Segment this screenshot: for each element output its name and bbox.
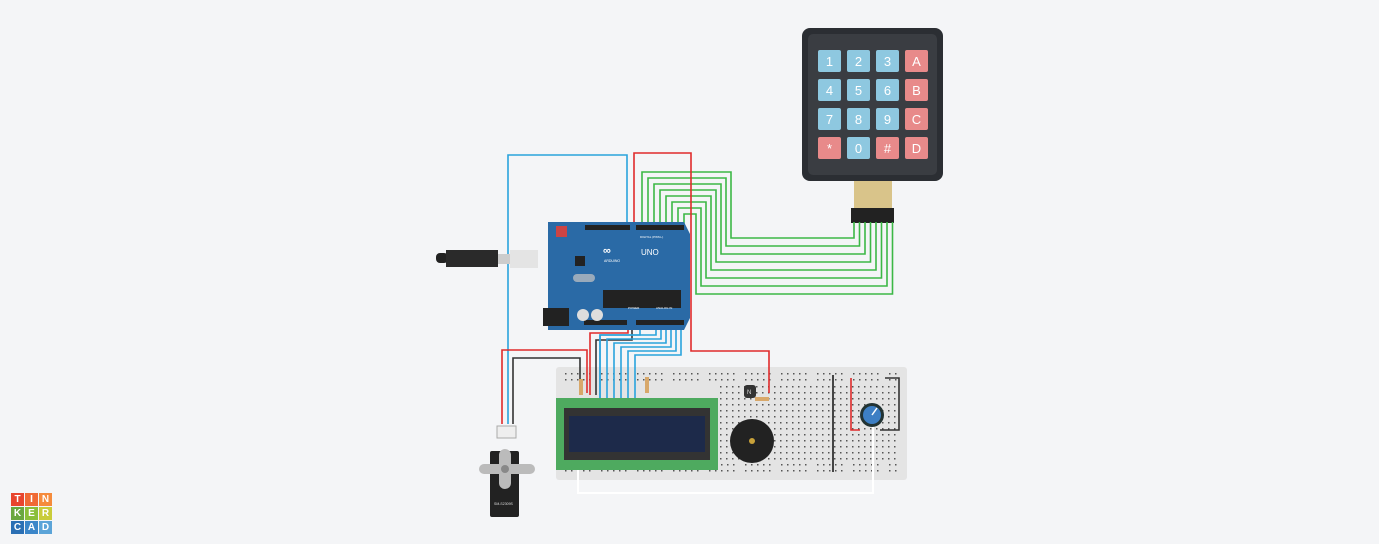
wire-green-keypad[interactable] [647, 177, 861, 247]
wire-blue-servo-signal [507, 154, 628, 424]
wire-green-keypad[interactable] [659, 189, 872, 263]
key-label: # [884, 141, 892, 156]
wire-red-servo [501, 349, 588, 424]
keypad-key[interactable]: C [905, 108, 928, 130]
logo-letter: E [25, 507, 38, 520]
arduino-logo: ∞ [603, 245, 611, 257]
npn-transistor[interactable]: N [744, 385, 756, 398]
key-label: D [912, 141, 921, 156]
key-label: 9 [884, 112, 891, 127]
wire-green-keypad[interactable] [653, 183, 866, 255]
wire-black-servo [512, 357, 581, 424]
wire-red-5v [633, 152, 770, 393]
key-label: 0 [855, 141, 862, 156]
key-label: B [912, 83, 921, 98]
resistor[interactable] [755, 397, 769, 401]
wire-blue-lcd[interactable] [613, 322, 667, 398]
logo-letter: R [39, 507, 52, 520]
key-label: 8 [855, 112, 862, 127]
keypad-key[interactable]: 1 [818, 50, 841, 72]
wires[interactable] [501, 152, 900, 494]
logo-letter: T [11, 493, 24, 506]
resistor[interactable] [579, 379, 583, 395]
key-label: * [827, 141, 832, 156]
key-label: A [912, 54, 921, 69]
wire-blue-lcd[interactable] [620, 322, 672, 398]
wire-blue-lcd[interactable] [634, 322, 682, 398]
key-label: 5 [855, 83, 862, 98]
logo-letter: C [11, 521, 24, 534]
keypad-key[interactable]: 7 [818, 108, 841, 130]
keypad-key[interactable]: B [905, 79, 928, 101]
key-label: 2 [855, 54, 862, 69]
svg-text:N: N [747, 390, 751, 396]
potentiometer[interactable] [860, 403, 884, 427]
logo-letter: N [39, 493, 52, 506]
keypad-key[interactable]: 8 [847, 108, 870, 130]
logo-letter: K [11, 507, 24, 520]
keypad-connector [851, 208, 894, 223]
keypad-4x4[interactable]: 1 2 3 A 4 5 6 B 7 8 9 C * 0 # D [802, 28, 943, 223]
analog-label: ANALOG IN [656, 306, 672, 310]
reset-button[interactable] [556, 226, 567, 237]
wire-green-keypad[interactable] [683, 213, 894, 295]
key-label: 6 [884, 83, 891, 98]
keypad-key[interactable]: 0 [847, 137, 870, 159]
key-label: 4 [826, 83, 833, 98]
keypad-key[interactable]: A [905, 50, 928, 72]
keypad-key[interactable]: D [905, 137, 928, 159]
keypad-key[interactable]: 6 [876, 79, 899, 101]
resistor[interactable] [645, 377, 649, 393]
keypad-key[interactable]: * [818, 137, 841, 159]
keypad-key[interactable]: # [876, 137, 899, 159]
arduino-model-label: UNO [641, 248, 659, 257]
keypad-key[interactable]: 2 [847, 50, 870, 72]
keypad-key[interactable]: 3 [876, 50, 899, 72]
logo-letter: A [25, 521, 38, 534]
wire-blue-lcd[interactable] [627, 322, 677, 398]
wire-green-keypad[interactable] [641, 171, 855, 239]
wire-blue-lcd[interactable] [606, 322, 662, 398]
servo-motor[interactable]: SM-S2309S [479, 425, 535, 517]
lcd-16x2[interactable] [556, 398, 718, 470]
keypad-key[interactable]: 5 [847, 79, 870, 101]
wire-green-keypad[interactable] [677, 207, 888, 287]
logo-letter: D [39, 521, 52, 534]
wire-green-keypad[interactable] [665, 195, 877, 271]
wire-green-keypad[interactable] [671, 201, 883, 279]
servo-label: SM-S2309S [494, 502, 514, 506]
usb-cable[interactable] [436, 250, 538, 268]
logo-letter: I [25, 493, 38, 506]
arduino-brand-label: ARDUINO [604, 259, 620, 263]
key-label: 1 [826, 54, 833, 69]
key-label: 7 [826, 112, 833, 127]
digital-label: DIGITAL (PWM~) [640, 235, 663, 239]
arduino-uno[interactable]: ∞ UNO ARDUINO POWER ANALOG IN DIGITAL (P… [543, 222, 690, 330]
piezo-buzzer[interactable] [730, 419, 774, 463]
key-label: 3 [884, 54, 891, 69]
power-label: POWER [628, 306, 640, 310]
keypad-key[interactable]: 4 [818, 79, 841, 101]
keypad-key[interactable]: 9 [876, 108, 899, 130]
key-label: C [912, 112, 921, 127]
